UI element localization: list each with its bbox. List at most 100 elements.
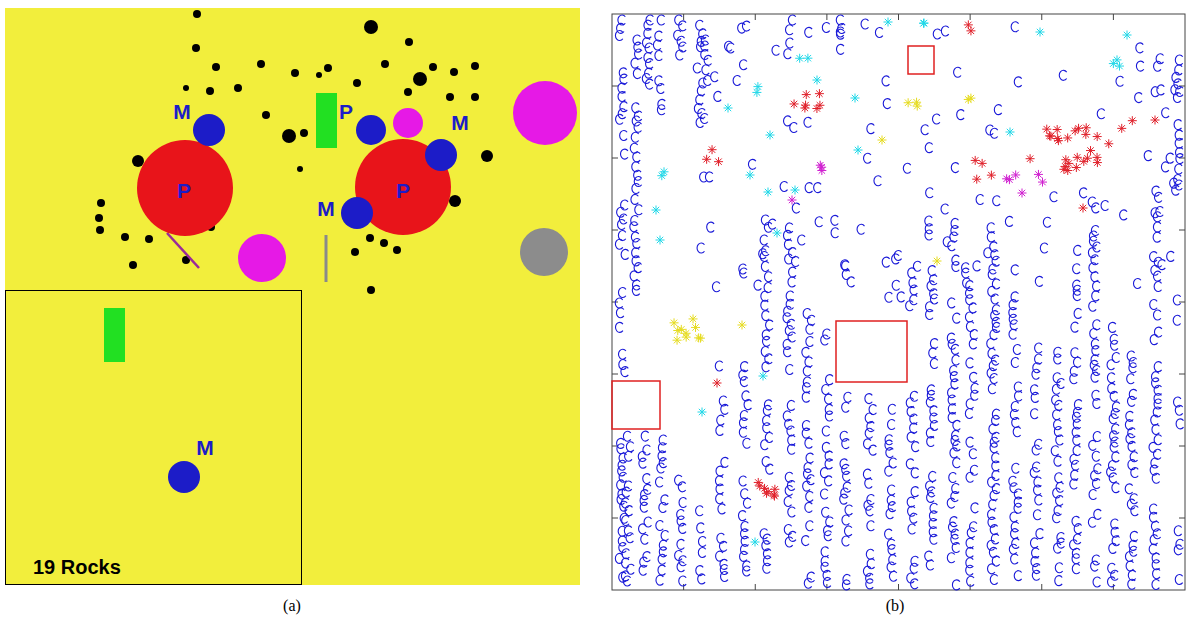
- c-marker: [698, 574, 705, 584]
- c-marker: [1035, 276, 1042, 286]
- c-marker: [807, 475, 814, 485]
- c-marker: [698, 537, 705, 547]
- c-marker: [1030, 467, 1037, 477]
- c-marker: [925, 143, 932, 153]
- c-marker: [718, 504, 725, 514]
- c-marker: [657, 463, 664, 473]
- c-marker: [1012, 538, 1019, 548]
- c-marker: [993, 196, 1000, 206]
- axis-tick: [755, 14, 756, 20]
- star-marker: [673, 336, 682, 345]
- c-marker: [989, 500, 996, 510]
- c-marker: [1093, 577, 1100, 587]
- c-marker: [969, 339, 976, 349]
- c-marker: [630, 271, 637, 281]
- c-marker: [677, 539, 684, 549]
- c-marker: [1072, 554, 1079, 564]
- c-marker: [624, 526, 631, 536]
- c-marker: [658, 451, 665, 461]
- c-marker: [885, 529, 892, 539]
- c-marker: [951, 226, 958, 236]
- c-marker: [987, 223, 994, 233]
- star-marker: [1093, 153, 1102, 162]
- c-marker: [867, 495, 874, 505]
- c-marker: [953, 420, 960, 430]
- c-marker: [784, 524, 791, 534]
- c-marker: [707, 222, 714, 232]
- c-marker: [788, 435, 795, 445]
- c-marker: [1128, 428, 1135, 438]
- star-marker: [682, 333, 691, 342]
- c-marker: [1153, 271, 1160, 281]
- star-marker: [1104, 139, 1113, 148]
- star-marker: [802, 90, 811, 99]
- c-marker: [1131, 468, 1138, 478]
- c-marker: [788, 277, 795, 287]
- c-marker: [1035, 343, 1042, 353]
- c-marker: [907, 406, 914, 416]
- c-marker: [861, 19, 868, 29]
- c-marker: [697, 86, 704, 96]
- c-marker: [739, 418, 746, 428]
- star-marker: [1128, 116, 1137, 125]
- c-marker: [741, 489, 748, 499]
- c-marker: [766, 464, 773, 474]
- c-marker: [1154, 61, 1161, 71]
- purple-track: [167, 233, 199, 268]
- c-marker: [1175, 164, 1182, 174]
- c-marker: [786, 364, 793, 374]
- c-marker: [928, 266, 935, 276]
- c-marker: [762, 362, 769, 372]
- c-marker: [1144, 151, 1151, 161]
- axis-tick: [612, 230, 618, 231]
- c-marker: [644, 28, 651, 38]
- c-marker: [744, 400, 751, 410]
- c-marker: [1172, 185, 1179, 195]
- c-marker: [619, 349, 626, 359]
- c-marker: [1093, 281, 1100, 291]
- c-marker: [951, 344, 958, 354]
- c-marker: [802, 428, 809, 438]
- c-marker: [888, 419, 895, 429]
- c-marker: [867, 422, 874, 432]
- c-marker: [1040, 243, 1047, 253]
- c-marker: [966, 472, 973, 482]
- c-marker: [700, 113, 707, 123]
- c-marker: [738, 23, 745, 33]
- c-marker: [657, 105, 664, 115]
- c-marker: [1120, 210, 1127, 220]
- c-marker: [697, 243, 704, 253]
- c-marker: [704, 55, 711, 65]
- axis-tick: [612, 86, 618, 87]
- c-marker: [740, 268, 747, 278]
- c-marker: [1150, 252, 1157, 262]
- c-marker: [679, 498, 686, 508]
- c-marker: [1092, 346, 1099, 356]
- c-marker: [1151, 208, 1158, 218]
- star-marker: [1072, 163, 1081, 172]
- c-marker: [1013, 427, 1020, 437]
- c-marker: [950, 517, 957, 527]
- c-marker: [643, 474, 650, 484]
- c-marker: [785, 485, 792, 495]
- red-obstacle-disc: [137, 140, 233, 236]
- c-marker: [619, 214, 626, 224]
- c-marker: [930, 339, 937, 349]
- star-marker: [754, 478, 763, 487]
- c-marker: [618, 460, 625, 470]
- magenta-disc: [238, 234, 286, 282]
- star-marker: [759, 372, 768, 381]
- star-marker: [691, 323, 700, 332]
- c-marker: [721, 571, 728, 581]
- axis-tick: [826, 14, 827, 20]
- c-marker: [1175, 138, 1182, 148]
- c-marker: [926, 481, 933, 491]
- c-marker: [1036, 529, 1043, 539]
- c-marker: [866, 549, 873, 559]
- c-marker: [616, 308, 623, 318]
- star-marker: [708, 145, 717, 154]
- c-marker: [1107, 467, 1114, 477]
- c-marker: [633, 152, 640, 162]
- c-marker: [804, 578, 811, 588]
- c-marker: [622, 549, 629, 559]
